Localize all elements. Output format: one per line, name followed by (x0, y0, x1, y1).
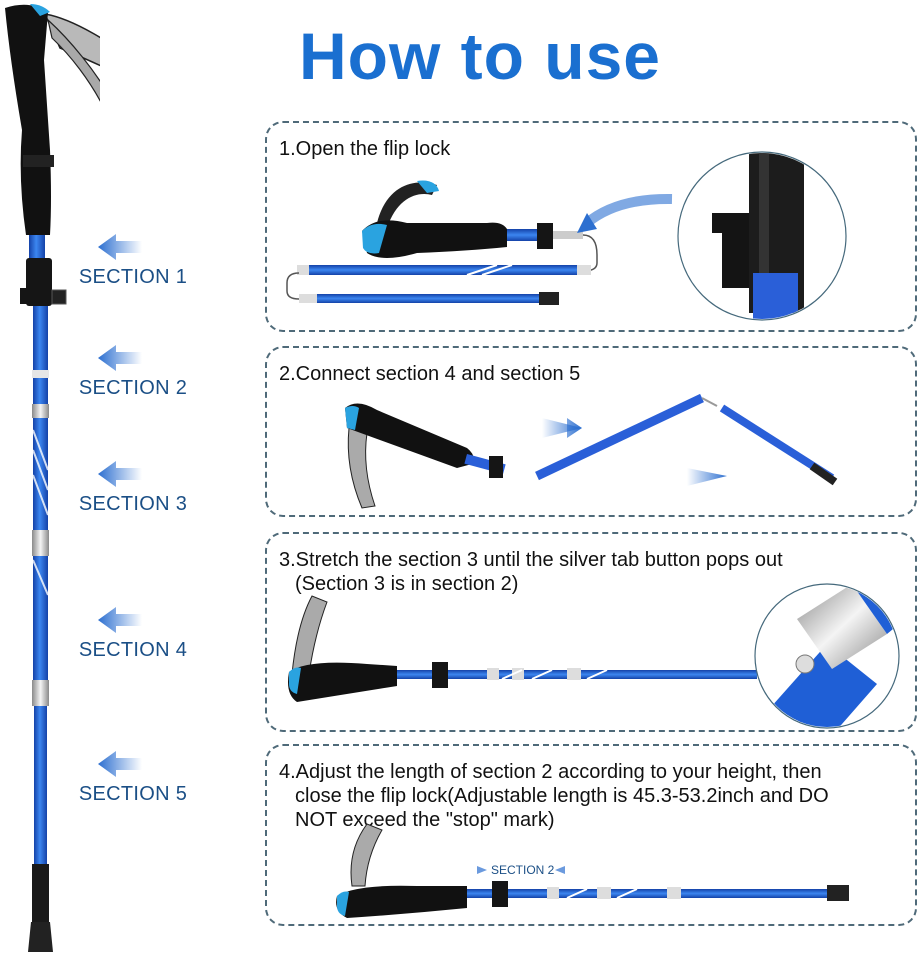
step-2-illustration (345, 393, 838, 509)
arrow-left-icon (98, 461, 142, 487)
section-3-label: SECTION 3 (58, 461, 208, 516)
inline-section-2-label: SECTION 2 (491, 863, 555, 877)
arrow-left-icon (98, 751, 142, 777)
section-2-label: SECTION 2 (58, 345, 208, 400)
section-4-label: SECTION 4 (58, 607, 208, 662)
step-1-illustration (286, 151, 847, 321)
step-3-text: 3.Stretch the section 3 until the silver… (279, 549, 783, 595)
arrow-left-icon (98, 345, 142, 371)
step-4-card: 4.Adjust the length of section 2 accordi… (265, 744, 917, 926)
trekking-pole-illustration (5, 4, 100, 952)
step-2-card: 2.Connect section 4 and section 5 (265, 346, 917, 517)
page-title: How to use (299, 19, 662, 93)
step-2-text: 2.Connect section 4 and section 5 (279, 363, 581, 385)
arrow-left-icon (98, 607, 142, 633)
step-4-illustration: SECTION 2 (336, 823, 849, 918)
step-3-illustration (288, 583, 900, 729)
step-3-card: 3.Stretch the section 3 until the silver… (265, 532, 917, 732)
arrow-left-icon (98, 234, 142, 260)
step-4-text: 4.Adjust the length of section 2 accordi… (279, 761, 829, 831)
step-1-card: 1.Open the flip lock (265, 121, 917, 332)
step-1-text: 1.Open the flip lock (279, 138, 451, 160)
section-1-label: SECTION 1 (58, 234, 208, 289)
section-5-label: SECTION 5 (58, 751, 208, 806)
